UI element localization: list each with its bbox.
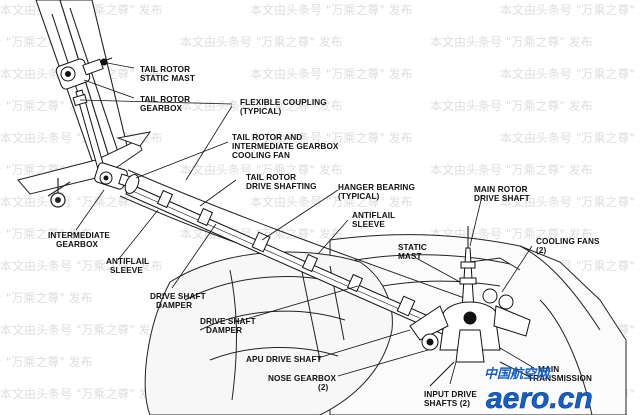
logo-brand-text: aero.cn (486, 382, 593, 415)
watermark-text: 本文由头条号 "万乘之尊" 发布 (430, 34, 593, 49)
static-mast-shape (459, 226, 477, 311)
label-drive-shaft-damper-2: DRIVE SHAFT DAMPER (200, 317, 258, 335)
watermark-text: 本文由头条号 "万乘之尊" 发布 (180, 34, 343, 49)
watermark-text: 本文由头条号 "万乘之尊" 发布 (0, 194, 163, 209)
tail-rotor-gearbox (55, 57, 113, 90)
label-tail-rotor-drive-shafting: TAIL ROTOR DRIVE SHAFTING (246, 173, 317, 191)
label-antiflail-sleeve-1: ANTIFLAIL SLEEVE (352, 211, 397, 229)
watermark-text: 本文由头条号 "万乘之尊" 发布 (0, 322, 163, 337)
watermark-text: 本文由头条号 "万乘之尊" 发布 (0, 98, 93, 113)
hanger-bearings (156, 189, 454, 333)
label-intermediate-gearbox: INTERMEDIATE GEARBOX (48, 231, 112, 249)
watermark-text: 本文由头条号 "万乘之尊" 发布 (500, 130, 640, 145)
watermark-text: 本文由头条号 "万乘之尊" 发布 (430, 162, 593, 177)
label-cooling-fans: COOLING FANS (2) (536, 237, 602, 255)
watermark-text: 本文由头条号 "万乘之尊" 发布 (250, 130, 413, 145)
watermark-text: 本文由头条号 "万乘之尊" 发布 (0, 386, 163, 401)
aero-cn-logo: 中国航空网 aero.cn (484, 366, 593, 415)
callout-labels: TAIL ROTOR STATIC MAST TAIL ROTOR GEARBO… (48, 65, 602, 408)
watermark-text: 本文由头条号 "万乘之尊" 发布 (0, 226, 93, 241)
cooling-fan-shape (124, 174, 140, 194)
main-transmission (409, 288, 533, 387)
label-main-rotor-drive-shaft: MAIN ROTOR DRIVE SHAFT (474, 185, 530, 203)
label-drive-shaft-damper-1: DRIVE SHAFT DAMPER (150, 292, 208, 310)
label-apu-drive-shaft: APU DRIVE SHAFT (246, 355, 322, 364)
tail-pylon (35, 0, 129, 173)
watermark-text: 本文由头条号 "万乘之尊" 发布 (0, 290, 93, 305)
logo-cn-text: 中国航空网 (484, 366, 551, 381)
label-flexible-coupling: FLEXIBLE COUPLING (TYPICAL) (240, 98, 329, 116)
watermark-text: 本文由头条号 "万乘之尊" 发布 (430, 226, 593, 241)
watermark-text: 本文由头条号 "万乘之尊" 发布 (430, 98, 593, 113)
label-nose-gearbox: NOSE GEARBOX (2) (268, 374, 338, 392)
label-tail-rotor-ig-fan: TAIL ROTOR AND INTERMEDIATE GEARBOX COOL… (232, 133, 341, 160)
watermark-text: 本文由头条号 "万乘之尊" 发布 (500, 2, 640, 17)
label-main-transmission: MAIN TRANSMISSION (528, 365, 592, 383)
tail-wheel (47, 178, 71, 208)
label-antiflail-sleeve-2: ANTIFLAIL SLEEVE (106, 257, 151, 275)
label-tail-rotor-gearbox: TAIL ROTOR GEARBOX (140, 95, 193, 113)
watermark-text: 本文由头条号 "万乘之尊" 发布 (500, 66, 640, 81)
watermark-text: 本文由头条号 "万乘之尊" 发布 (250, 2, 413, 17)
watermark-text: 本文由头条号 "万乘之尊" 发布 (500, 194, 640, 209)
watermark-text: 本文由头条号 "万乘之尊" 发布 (0, 354, 93, 369)
watermark-text: 本文由头条号 "万乘之尊" 发布 (180, 162, 343, 177)
watermark-text: 本文由头条号 "万乘之尊" 发布 (0, 258, 163, 273)
label-hanger-bearing: HANGER BEARING (TYPICAL) (338, 183, 417, 201)
label-input-drive-shafts: INPUT DRIVE SHAFTS (2) (424, 390, 479, 408)
watermark-text: 本文由头条号 "万乘之尊" 发布 (250, 194, 413, 209)
label-tail-rotor-static-mast: TAIL ROTOR STATIC MAST (140, 65, 195, 83)
watermark-text: 本文由头条号 "万乘之尊" 发布 (250, 66, 413, 81)
watermark-text: 本文由头条号 "万乘之尊" 发布 (180, 98, 343, 113)
leader-lines (75, 61, 535, 385)
label-static-mast: STATIC MAST (398, 243, 429, 261)
